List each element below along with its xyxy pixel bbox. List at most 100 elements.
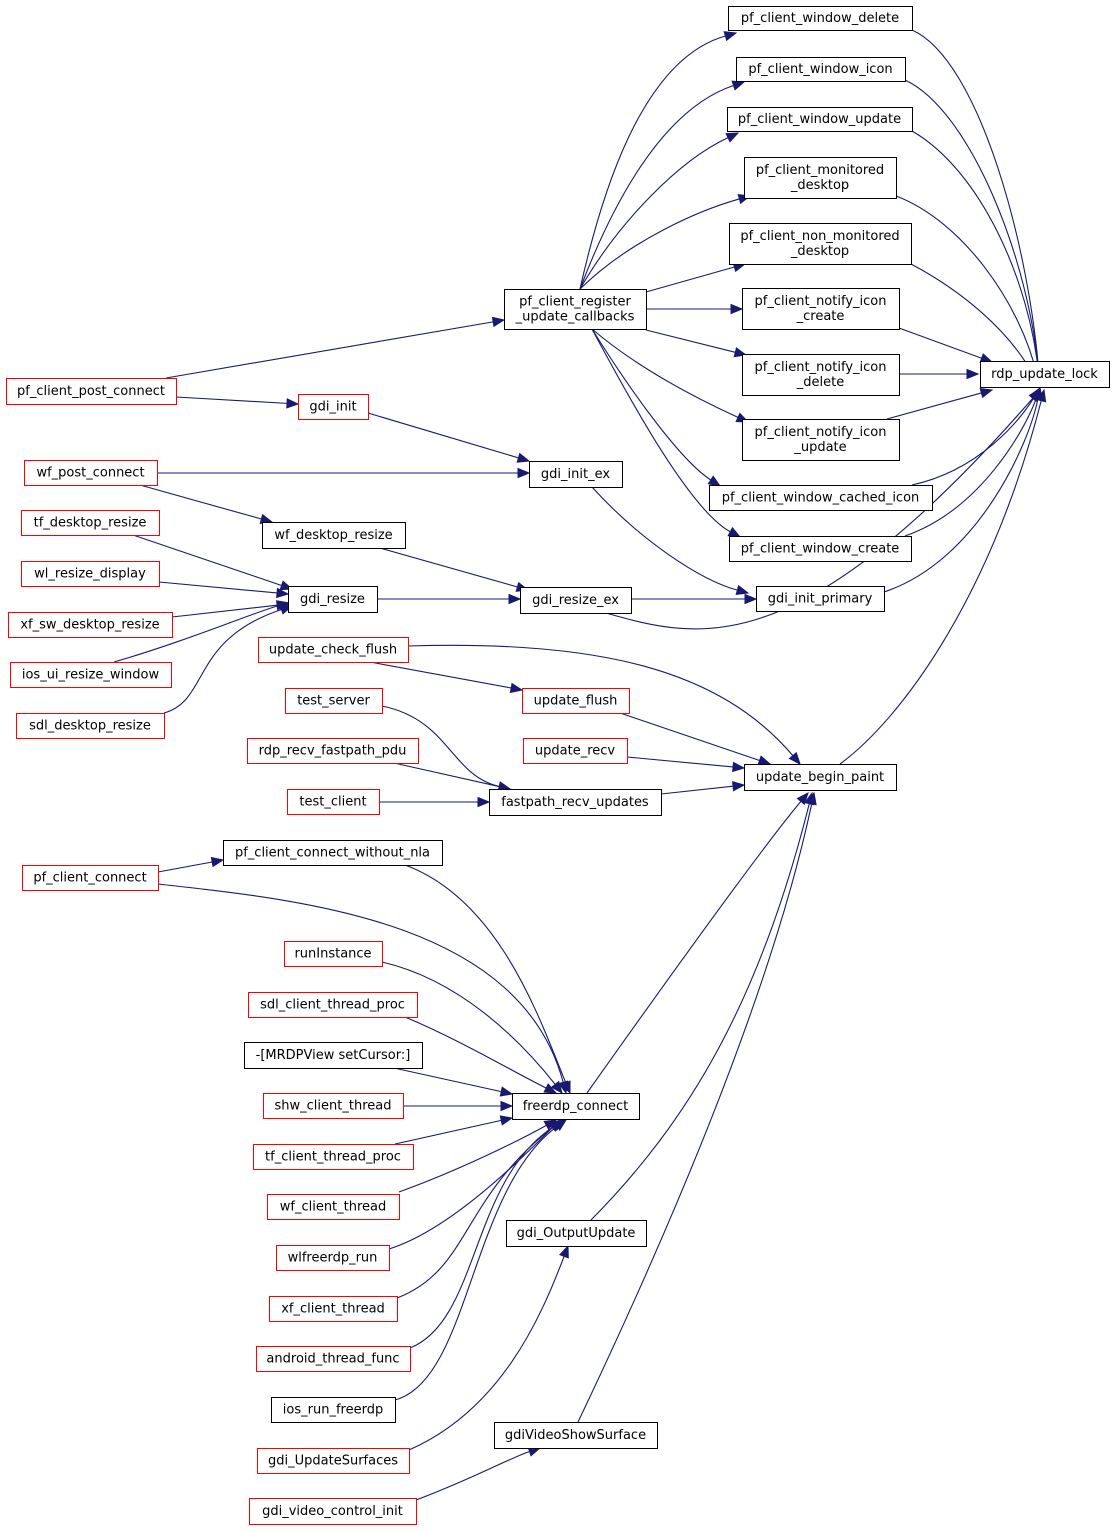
node-pf-client-connect-without-nla[interactable]: pf_client_connect_without_nla [223,840,443,866]
node-box[interactable] [258,637,409,663]
node-rdp-recv-fastpath-pdu[interactable]: rdp_recv_fastpath_pdu [247,738,419,764]
node-pf-client-register-update-callbacks[interactable]: pf_client_register_update_callbacks [504,289,647,330]
node-sdl-client-thread-proc[interactable]: sdl_client_thread_proc [248,992,418,1018]
node-update-check-flush[interactable]: update_check_flush [258,637,409,663]
node-box[interactable] [288,586,378,613]
node-ios-ui-resize-window[interactable]: ios_ui_resize_window [10,662,172,688]
node-wlfreerdp-run[interactable]: wlfreerdp_run [276,1245,390,1271]
node-pf-client-post-connect[interactable]: pf_client_post_connect [6,378,177,405]
node-pf-client-notify-icon-delete[interactable]: pf_client_notify_icon_delete [742,354,900,396]
node-box[interactable] [247,738,419,764]
node-shw-client-thread[interactable]: shw_client_thread [263,1093,404,1119]
node-box[interactable] [271,1397,396,1423]
node-freerdp-connect[interactable]: freerdp_connect [512,1093,640,1120]
node-gdi-init[interactable]: gdi_init [298,394,369,420]
node-box[interactable] [522,688,630,714]
node-box[interactable] [267,1194,400,1220]
node-box[interactable] [504,289,647,330]
node-box[interactable] [744,157,897,199]
node-box[interactable] [742,419,900,461]
node-gdi-outputupdate[interactable]: gdi_OutputUpdate [506,1220,647,1247]
node-wf-post-connect[interactable]: wf_post_connect [24,460,158,486]
node-box[interactable] [756,586,885,612]
node-box[interactable] [21,561,160,587]
node-box[interactable] [727,107,913,132]
node-sdl-desktop-resize[interactable]: sdl_desktop_resize [16,713,165,739]
node-tf-client-thread-proc[interactable]: tf_client_thread_proc [253,1144,414,1170]
node-box[interactable] [285,688,383,714]
node-box[interactable] [8,612,173,638]
node-pf-client-notify-icon-create[interactable]: pf_client_notify_icon_create [742,288,900,330]
node-wl-resize-display[interactable]: wl_resize_display [21,561,160,587]
node-rdp-update-lock[interactable]: rdp_update_lock [980,361,1110,388]
node-box[interactable] [244,1042,423,1069]
node-box[interactable] [22,865,159,891]
node-android-thread-func[interactable]: android_thread_func [256,1346,411,1372]
node-box[interactable] [263,1093,404,1119]
node-box[interactable] [709,485,933,511]
node-box[interactable] [284,941,383,967]
node-box[interactable] [10,662,172,688]
node-box[interactable] [21,510,160,536]
node-mrdpview-setcursor[interactable]: -[MRDPView setCursor:] [244,1042,423,1069]
node-xf-sw-desktop-resize[interactable]: xf_sw_desktop_resize [8,612,173,638]
node-pf-client-window-create[interactable]: pf_client_window_create [729,536,912,562]
node-gdivideoshowsurface[interactable]: gdiVideoShowSurface [494,1422,658,1449]
node-ios-run-freerdp[interactable]: ios_run_freerdp [271,1397,396,1423]
node-box[interactable] [276,1245,390,1271]
node-box[interactable] [287,789,380,815]
node-box[interactable] [742,354,900,396]
node-pf-client-notify-icon-update[interactable]: pf_client_notify_icon_update [742,419,900,461]
node-box[interactable] [728,6,913,31]
node-box[interactable] [523,738,628,764]
node-box[interactable] [256,1346,411,1372]
node-test-client[interactable]: test_client [287,789,380,815]
node-gdi-resize[interactable]: gdi_resize [288,586,378,613]
node-box[interactable] [269,1296,398,1322]
node-fastpath-recv-updates[interactable]: fastpath_recv_updates [489,789,662,816]
node-box[interactable] [506,1220,647,1247]
node-pf-client-window-icon[interactable]: pf_client_window_icon [736,57,906,82]
node-box[interactable] [6,378,177,405]
node-gdi-video-control-init[interactable]: gdi_video_control_init [249,1498,417,1525]
node-box[interactable] [253,1144,414,1170]
node-update-flush[interactable]: update_flush [522,688,630,714]
node-gdi-init-primary[interactable]: gdi_init_primary [756,586,885,612]
node-box[interactable] [249,1498,417,1525]
node-box[interactable] [494,1422,658,1449]
node-box[interactable] [729,536,912,562]
node-wf-desktop-resize[interactable]: wf_desktop_resize [262,522,406,549]
node-gdi-init-ex[interactable]: gdi_init_ex [529,461,623,488]
node-box[interactable] [520,587,632,614]
node-box[interactable] [262,522,406,549]
node-test-server[interactable]: test_server [285,688,383,714]
node-box[interactable] [744,764,897,791]
node-update-recv[interactable]: update_recv [523,738,628,764]
node-box[interactable] [489,789,662,816]
node-box[interactable] [742,288,900,330]
node-box[interactable] [24,460,158,486]
node-box[interactable] [248,992,418,1018]
node-wf-client-thread[interactable]: wf_client_thread [267,1194,400,1220]
node-box[interactable] [298,394,369,420]
node-pf-client-non-monitored-desktop[interactable]: pf_client_non_monitored_desktop [729,223,912,265]
node-pf-client-monitored-desktop[interactable]: pf_client_monitored_desktop [744,157,897,199]
node-box[interactable] [223,840,443,866]
node-box[interactable] [16,713,165,739]
node-tf-desktop-resize[interactable]: tf_desktop_resize [21,510,160,536]
node-xf-client-thread[interactable]: xf_client_thread [269,1296,398,1322]
node-box[interactable] [729,223,912,265]
node-pf-client-window-update[interactable]: pf_client_window_update [727,107,913,132]
node-gdi-updatesurfaces[interactable]: gdi_UpdateSurfaces [257,1448,410,1474]
node-box[interactable] [512,1093,640,1120]
node-update-begin-paint[interactable]: update_begin_paint [744,764,897,791]
node-pf-client-window-delete[interactable]: pf_client_window_delete [728,6,913,31]
node-box[interactable] [257,1448,410,1474]
node-box[interactable] [529,461,623,488]
node-box[interactable] [980,361,1110,388]
node-pf-client-connect[interactable]: pf_client_connect [22,865,159,891]
node-runinstance[interactable]: runInstance [284,941,383,967]
node-pf-client-window-cached-icon[interactable]: pf_client_window_cached_icon [709,485,933,511]
node-gdi-resize-ex[interactable]: gdi_resize_ex [520,587,632,614]
node-box[interactable] [736,57,906,82]
